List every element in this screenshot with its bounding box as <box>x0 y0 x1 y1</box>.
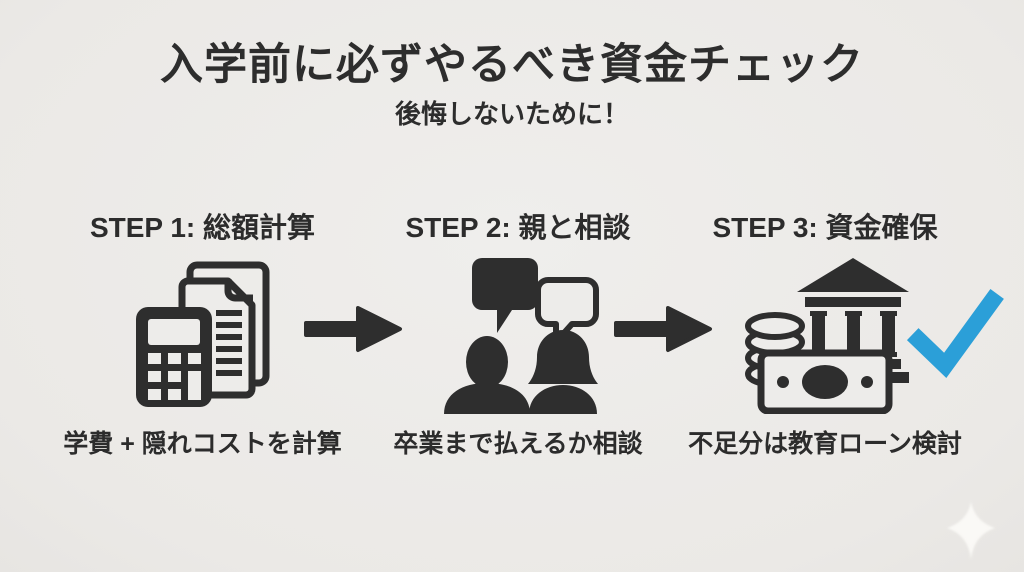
money-bank-svg <box>745 258 909 414</box>
step-3-caption: 不足分は教育ローン検討 <box>688 430 962 458</box>
right-arrow-icon <box>613 301 715 357</box>
step-3-header: STEP 3: 資金確保 <box>712 212 938 243</box>
step-2-header: STEP 2: 親と相談 <box>405 212 631 243</box>
step-1-header: STEP 1: 総額計算 <box>89 212 316 243</box>
step-1: STEP 1: 総額計算 <box>35 206 370 460</box>
money-bank-icon <box>735 250 915 414</box>
page-subtitle: 後悔しないために！ <box>394 99 629 129</box>
step-3: STEP 3: 資金確保 <box>670 206 980 460</box>
people-chat-svg <box>444 258 599 414</box>
people-chat-icon <box>432 250 604 414</box>
page-title: 入学前に必ずやるべき資金チェック <box>160 41 864 89</box>
blue-checkmark-icon <box>906 288 1004 380</box>
right-arrow-icon <box>303 301 405 357</box>
step-2: STEP 2: 親と相談 卒業まで払えるか相談 <box>368 206 668 460</box>
step-1-caption: 学費 + 隠れコストを計算 <box>63 430 342 458</box>
step-2-caption: 卒業まで払えるか相談 <box>393 430 643 458</box>
calculator-documents-icon <box>128 250 278 414</box>
calculator-documents-svg <box>135 261 269 407</box>
sparkle-icon <box>947 501 995 559</box>
